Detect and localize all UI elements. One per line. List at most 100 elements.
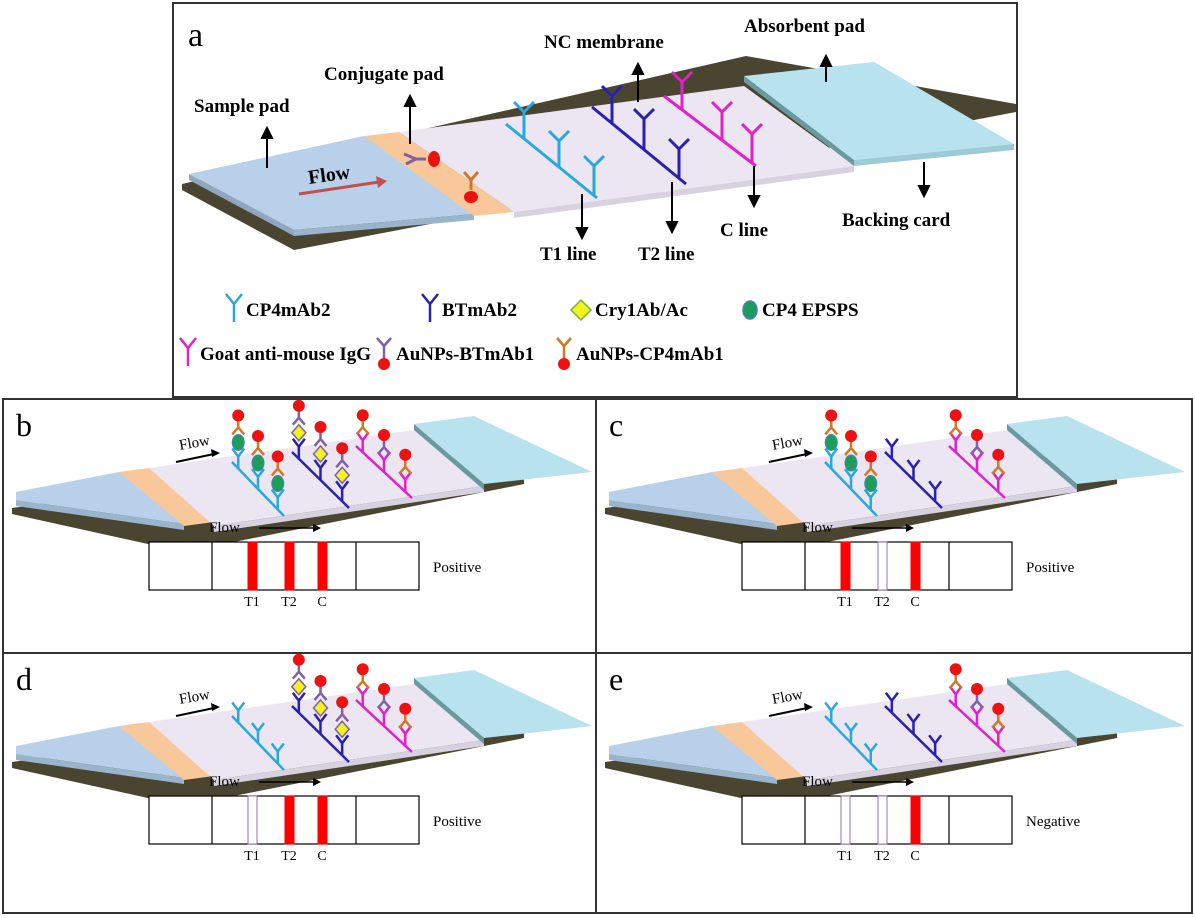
- test-line-positive: [284, 795, 295, 845]
- sample-pad: [609, 472, 777, 524]
- antibody-icon: [844, 722, 858, 743]
- legend-item-goat-igg: Goat anti-mouse IgG: [179, 337, 371, 366]
- t2-line-antibodies: [884, 691, 943, 763]
- sample-pad-edge: [294, 214, 474, 236]
- c-line-antibodies: [948, 409, 1006, 499]
- legend-item-cp4mab2: CP4mAb2: [225, 293, 330, 322]
- strip-outline: [741, 795, 1013, 845]
- sample-pad-label: Sample pad: [194, 96, 290, 117]
- nc-membrane-edge: [214, 740, 484, 786]
- result-label: Positive: [433, 560, 482, 576]
- strip-outline: [148, 541, 420, 591]
- sample-pad-edge: [16, 500, 184, 530]
- flow-arrowhead: [313, 778, 321, 786]
- absorbent-pad-edge: [1007, 424, 1077, 490]
- cp4-epsps-icon: [864, 475, 878, 493]
- test-line-negative: [247, 795, 258, 845]
- flow-arrowhead: [211, 449, 220, 457]
- legend-item-aunps-btmab1: AuNPs-BTmAb1: [376, 337, 534, 370]
- aunp-icon: [992, 448, 1005, 461]
- legend-item-btmab2: BTmAb2: [421, 293, 517, 322]
- antibody-icon: [884, 691, 899, 713]
- cry1ab-ac-icon: [312, 444, 329, 464]
- conjugate-icon: [556, 337, 572, 358]
- absorbent-pad: [414, 416, 592, 484]
- antibody-icon: [291, 437, 306, 459]
- line-label: T1: [244, 849, 260, 864]
- cry1ab-ac-icon: [312, 698, 329, 718]
- aunp-icon: [825, 409, 838, 422]
- flow-arrowhead: [376, 176, 387, 188]
- aunp-icon: [845, 430, 857, 442]
- t1-line-antibodies: [231, 701, 285, 771]
- ellipse-icon: [742, 300, 758, 320]
- test-line-positive: [284, 541, 295, 591]
- aunp-icon: [292, 399, 305, 412]
- conjugate-pad: [119, 722, 214, 780]
- legend-label: Goat anti-mouse IgG: [200, 344, 371, 365]
- t2-line-antibodies: [290, 399, 351, 509]
- aunp-icon: [378, 358, 390, 370]
- sample-pad-edge: [609, 500, 777, 530]
- flow-label: Flow: [178, 433, 211, 454]
- c-line-antibodies: [355, 409, 413, 499]
- aunp-btmab1-icon: [335, 453, 350, 469]
- legend-item-aunps-cp4mab1: AuNPs-CP4mAb1: [556, 337, 724, 370]
- aunp-icon: [971, 429, 983, 441]
- captured-conjugate-icon: [355, 674, 370, 690]
- captured-conjugate-icon: [991, 459, 1006, 475]
- antibody-icon: [928, 734, 943, 756]
- line-label: C: [317, 595, 326, 610]
- test-line-positive: [247, 541, 258, 591]
- t1-line-label: T1 line: [540, 244, 596, 265]
- antibody-icon: [884, 437, 899, 459]
- aunp-icon: [356, 409, 369, 422]
- aunp-cp4mab1-icon: [270, 461, 285, 477]
- aunp-icon: [336, 696, 349, 709]
- captured-conjugate-icon: [991, 713, 1006, 729]
- antibody-icon: [313, 713, 328, 734]
- t2-line-label: T2 line: [638, 244, 694, 265]
- line-label: T2: [281, 849, 297, 864]
- antibody-icon: [291, 691, 306, 713]
- cp4-epsps-icon: [251, 454, 265, 472]
- aunp-icon: [949, 409, 962, 422]
- aunp-cp4mab1-icon: [251, 441, 265, 456]
- t2-line-antibodies: [290, 653, 351, 763]
- legend-label: CP4mAb2: [246, 300, 330, 321]
- antibody-icon: [231, 447, 246, 469]
- panel-letter: e: [609, 661, 623, 697]
- line-label: T1: [244, 595, 260, 610]
- flow-label: Flow: [802, 520, 833, 536]
- conjugate-pad: [119, 468, 214, 526]
- diamond-icon: [569, 298, 593, 322]
- captured-conjugate-icon: [948, 420, 963, 436]
- legend-label: AuNPs-CP4mAb1: [576, 344, 724, 365]
- aunp-icon: [314, 421, 327, 433]
- captured-conjugate-icon: [970, 440, 984, 455]
- cp4-epsps-icon: [271, 475, 285, 493]
- test-line-positive: [910, 541, 921, 591]
- aunp-icon: [992, 702, 1005, 715]
- aunp-btmab1: [403, 151, 440, 167]
- cry1ab-ac-icon: [290, 423, 307, 442]
- conjugate-pad: [712, 722, 807, 780]
- nc-membrane-edge: [514, 166, 854, 218]
- absorbent-pad: [1007, 670, 1185, 738]
- aunp-cp4mab1-icon: [231, 420, 246, 436]
- aunp-btmab1-icon: [335, 707, 350, 723]
- antibody-icon: [863, 742, 878, 764]
- flow-arrow: [175, 707, 215, 717]
- cp4-epsps-icon: [844, 454, 858, 472]
- legend-label: Cry1Ab/Ac: [595, 300, 688, 321]
- t1-line-antibodies: [231, 409, 285, 517]
- strip-outline: [148, 795, 420, 845]
- flow-arrowhead: [313, 524, 321, 532]
- legend-label: CP4 EPSPS: [762, 300, 859, 321]
- t1-line-antibodies: [505, 100, 606, 200]
- aunp-icon: [336, 442, 349, 455]
- captured-conjugate-icon: [377, 440, 391, 455]
